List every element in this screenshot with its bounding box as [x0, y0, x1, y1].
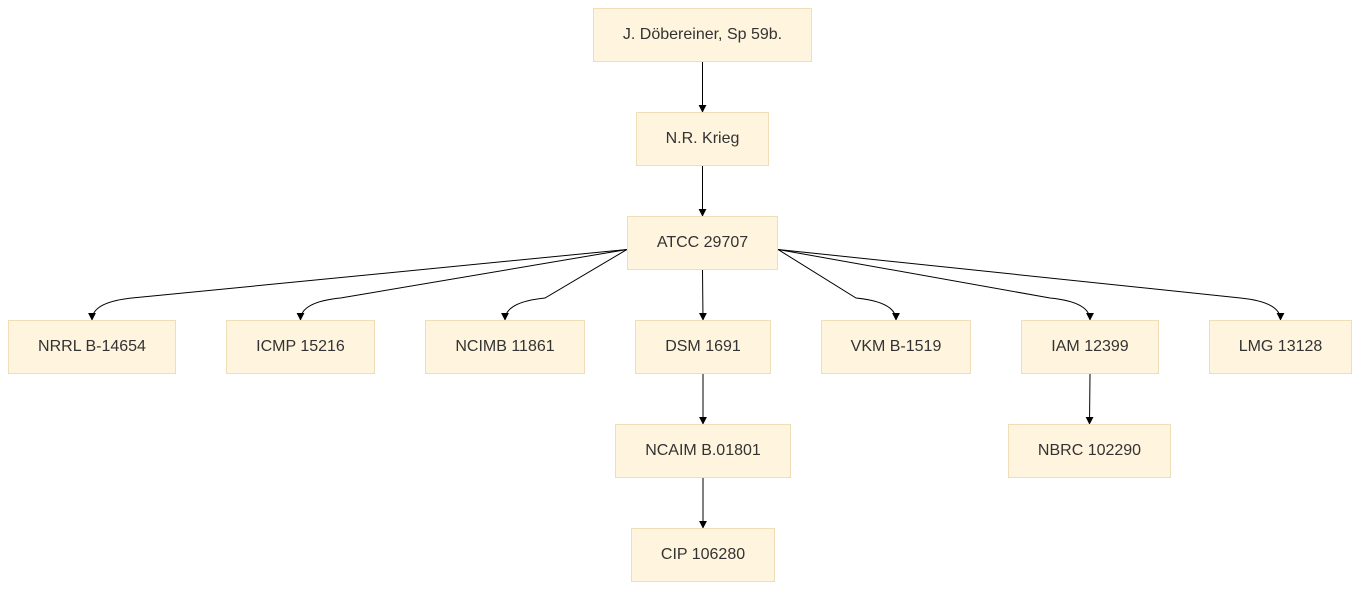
- node-iam: IAM 12399: [1021, 320, 1159, 374]
- edge-atcc-to-vkm: [777, 249, 900, 321]
- edge-atcc-to-nrrl: [88, 248, 628, 321]
- node-nrrl: NRRL B-14654: [8, 320, 176, 374]
- node-cip: CIP 106280: [631, 528, 775, 582]
- node-krieg: N.R. Krieg: [636, 112, 769, 166]
- node-vkm: VKM B-1519: [821, 320, 971, 374]
- edge-atcc-to-ncimb: [501, 249, 628, 321]
- edge-atcc-to-lmg: [777, 248, 1285, 321]
- node-dsm: DSM 1691: [635, 320, 771, 374]
- node-atcc: ATCC 29707: [627, 216, 778, 270]
- edge-atcc-to-iam: [777, 248, 1094, 321]
- edge-iam-to-nbrc: [1085, 373, 1094, 425]
- node-icmp: ICMP 15216: [226, 320, 375, 374]
- node-ncimb: NCIMB 11861: [425, 320, 585, 374]
- node-ncaim: NCAIM B.01801: [615, 424, 791, 478]
- edge-atcc-to-icmp: [296, 248, 628, 321]
- node-dobereiner: J. Döbereiner, Sp 59b.: [593, 8, 812, 62]
- node-nbrc: NBRC 102290: [1008, 424, 1171, 478]
- node-lmg: LMG 13128: [1209, 320, 1352, 374]
- edge-atcc-to-dsm: [698, 269, 707, 321]
